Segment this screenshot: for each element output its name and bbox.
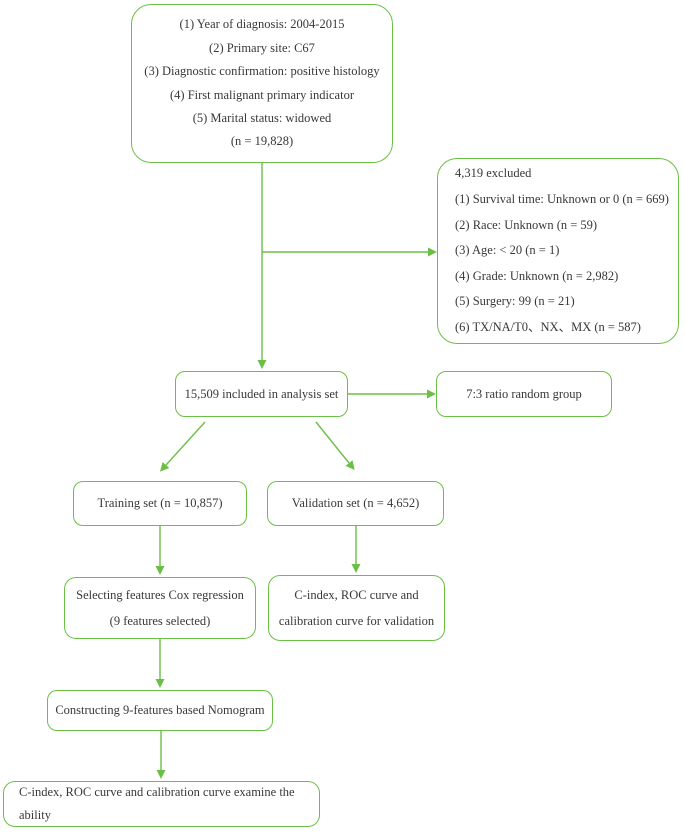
nomogram-label: Constructing 9-features based Nomogram <box>55 703 265 717</box>
criteria-line-4: (4) First malignant primary indicator <box>170 87 354 102</box>
cox-line-2: (9 features selected) <box>109 614 211 628</box>
excluded-reason-2: (2) Race: Unknown (n = 59) <box>455 217 598 232</box>
criteria-line-1: (1) Year of diagnosis: 2004-2015 <box>179 17 345 32</box>
training-set-label: Training set (n = 10,857) <box>97 496 223 510</box>
node-cox-regression: Selecting features Cox regression (9 fea… <box>64 577 256 639</box>
excluded-reason-6: (6) TX/NA/T0、NX、MX (n = 587) <box>455 319 641 334</box>
node-training-set: Training set (n = 10,857) <box>73 481 247 526</box>
connector-analysis-to-validation <box>315 421 355 471</box>
node-excluded: 4,319 excluded (1) Survival time: Unknow… <box>437 158 679 344</box>
criteria-line-2: (2) Primary site: C67 <box>209 40 315 55</box>
validation-set-label: Validation set (n = 4,652) <box>291 496 420 510</box>
criteria-total-count: (n = 19,828) <box>230 134 294 149</box>
node-nomogram: Constructing 9-features based Nomogram <box>47 690 273 731</box>
criteria-line-5: (5) Marital status: widowed <box>192 110 332 125</box>
node-validation-set: Validation set (n = 4,652) <box>267 481 444 526</box>
cox-line-1: Selecting features Cox regression <box>76 588 244 602</box>
final-metrics-label: C-index, ROC curve and calibration curve… <box>19 785 295 822</box>
excluded-reason-1: (1) Survival time: Unknown or 0 (n = 669… <box>455 192 669 207</box>
excluded-reason-5: (5) Surgery: 99 (n = 21) <box>455 294 575 309</box>
excluded-reason-3: (3) Age: < 20 (n = 1) <box>455 243 560 258</box>
random-group-label: 7:3 ratio random group <box>466 386 582 401</box>
connector-analysis-to-training <box>159 421 206 472</box>
excluded-header: 4,319 excluded <box>455 166 532 181</box>
node-inclusion-criteria: (1) Year of diagnosis: 2004-2015 (2) Pri… <box>131 4 393 163</box>
criteria-line-3: (3) Diagnostic confirmation: positive hi… <box>144 64 380 79</box>
validation-metrics-line-1: C-index, ROC curve and <box>294 588 419 602</box>
excluded-reason-4: (4) Grade: Unknown (n = 2,982) <box>455 268 619 283</box>
node-validation-metrics: C-index, ROC curve and calibration curve… <box>268 575 445 641</box>
node-final-metrics: C-index, ROC curve and calibration curve… <box>3 781 320 827</box>
analysis-set-label: 15,509 included in analysis set <box>184 386 339 401</box>
validation-metrics-line-2: calibration curve for validation <box>278 614 435 628</box>
node-analysis-set: 15,509 included in analysis set <box>175 371 348 417</box>
node-random-group: 7:3 ratio random group <box>436 371 612 417</box>
